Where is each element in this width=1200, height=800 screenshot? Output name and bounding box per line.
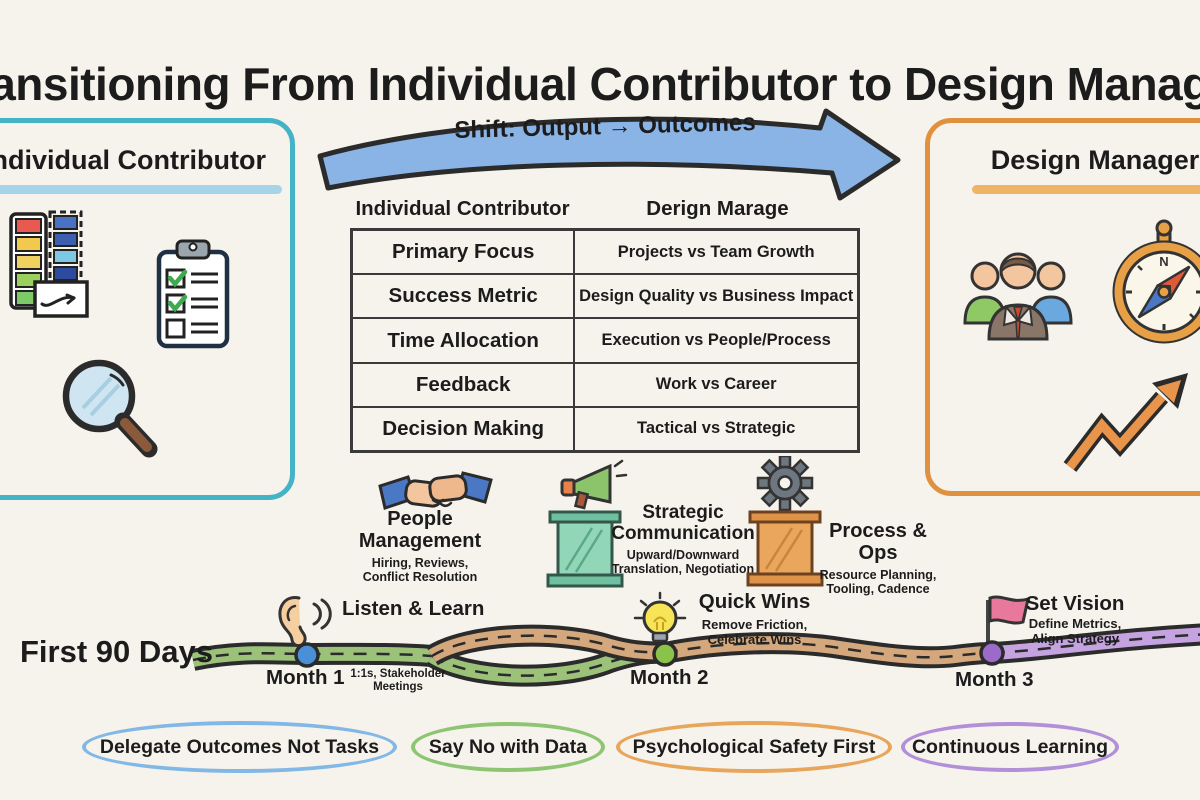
milestone-3-subtitle: Define Metrics, Align Strategy (1028, 616, 1122, 646)
megaphone-podium-icon (546, 459, 628, 588)
month-1-label: Month 1 (266, 666, 345, 689)
month-3-label: Month 3 (955, 668, 1034, 691)
milestone-1-subtitle: 1:1s, Stakeholder Meetings (350, 668, 446, 693)
shift-arrow (317, 108, 901, 201)
gear-podium-icon (746, 456, 824, 587)
capability-strategic-communication: Strategic Communication Upward/Downward … (593, 502, 773, 576)
principle-psychological-safety: Psychological Safety First (616, 721, 892, 773)
individual-contributor-title: Individual Contributor (0, 145, 266, 175)
principle-delegate-outcomes: Delegate Outcomes Not Tasks (82, 721, 397, 773)
table-row: Primary Focus Projects vs Team Growth (353, 231, 857, 276)
capability-process-ops: Process & Ops Resource Planning, Tooling… (808, 520, 948, 597)
design-manager-title: Design Manager (990, 145, 1200, 175)
dimension-cell: Time Allocation (353, 319, 576, 362)
col-header-design-manager: Derign Marage (646, 197, 789, 220)
timeline-label: First 90 Days (20, 634, 213, 669)
individual-contributor-panel: Individual Contributor (0, 118, 295, 500)
capability-title: People Management (358, 508, 482, 553)
comparison-cell: Execution vs People/Process (601, 331, 831, 349)
milestone-2-subtitle: Remove Friction, Celebrate Wins (701, 617, 808, 647)
milestone-2-title: Quick Wins (698, 590, 811, 613)
table-row: Feedback Work vs Career (353, 363, 857, 408)
month-2-label: Month 2 (630, 666, 709, 689)
capability-people-management: People Management Hiring, Reviews, Confl… (345, 508, 495, 585)
comparison-table: Primary Focus Projects vs Team Growth Su… (350, 228, 860, 453)
handshake-icon (378, 471, 493, 510)
capability-subtitle: Hiring, Reviews, Conflict Resolution (362, 555, 478, 585)
design-manager-panel: Design Manager N (925, 118, 1200, 496)
comparison-cell: Tactical vs Strategic (637, 419, 796, 438)
table-row: Decision Making Tactical vs Strategic (353, 407, 857, 451)
principle-continuous-learning: Continuous Learning (901, 722, 1119, 772)
svg-text:N: N (1159, 254, 1168, 269)
flag-icon (986, 595, 1031, 650)
comparison-table-headers: Individual Contributor Derign Marage (350, 197, 860, 221)
comparison-cell: Projects vs Team Growth (617, 242, 815, 261)
capability-subtitle: Upward/Downward Translation, Negotiation (611, 547, 755, 576)
col-header-individual-contributor: Individual Contributor (355, 197, 570, 220)
capability-title: Process & Ops (829, 520, 927, 565)
design-swatches-icon (9, 210, 89, 318)
milestone-3-title: Set Vision (1025, 592, 1125, 615)
principle-say-no-with-data: Say No with Data (411, 722, 605, 772)
month-2-dot (652, 641, 678, 667)
magnifier-icon (62, 359, 158, 458)
month-3-dot (979, 640, 1005, 666)
comparison-cell: Design Quality vs Business Impact (579, 286, 854, 305)
growth-arrow-icon (1063, 373, 1188, 472)
dimension-cell: Success Metric (353, 275, 576, 318)
checklist-clipboard-icon (156, 239, 230, 349)
timeline-road (190, 591, 1200, 687)
title-underline (0, 185, 282, 194)
lightbulb-icon (633, 591, 687, 643)
table-row: Time Allocation Execution vs People/Proc… (353, 319, 857, 364)
comparison-cell: Work vs Career (655, 375, 777, 394)
ear-icon (278, 596, 332, 648)
capability-subtitle: Resource Planning, Tooling, Cadence (819, 567, 937, 597)
title-underline (972, 185, 1200, 194)
month-1-dot (294, 642, 320, 668)
dimension-cell: Feedback (353, 363, 576, 406)
dimension-cell: Primary Focus (353, 231, 576, 274)
table-row: Success Metric Design Quality vs Busines… (353, 275, 857, 320)
team-icon (963, 252, 1073, 341)
milestone-1-title: Listen & Learn (342, 597, 485, 620)
page-title: Transitioning From Individual Contributo… (0, 57, 1200, 110)
dimension-cell: Decision Making (353, 407, 576, 451)
compass-icon: N (1112, 219, 1200, 344)
capability-title: Strategic Communication (611, 502, 755, 545)
